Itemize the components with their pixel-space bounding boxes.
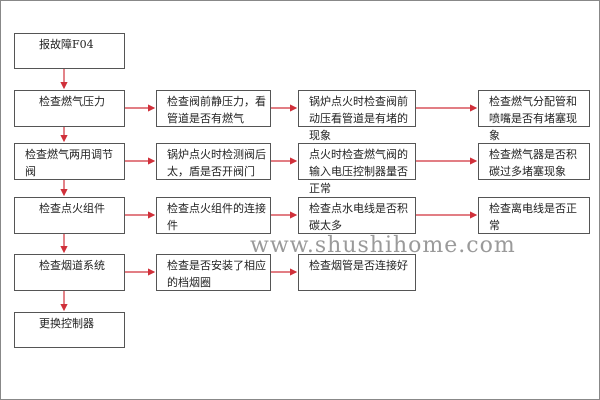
check-box: 检查点水电线是否积碳太多 xyxy=(298,197,416,234)
step-box: 检查烟道系统 xyxy=(14,254,125,291)
start-box: 报故障F04 xyxy=(14,33,125,69)
check-box: 锅炉点火时检测阀后太，盾是否开阀门 xyxy=(156,143,271,180)
check-box: 检查燃气分配管和喷嘴是否有堵塞现象 xyxy=(478,90,590,142)
step-box: 检查燃气两用调节阀 xyxy=(14,143,125,180)
check-box: 检查燃气器是否积碳过多堵塞现象 xyxy=(478,143,590,180)
check-box: 检查是否安装了相应的档烟圈 xyxy=(156,254,271,291)
check-box: 锅炉点火时检查阀前动压看管道是有堵的现象 xyxy=(298,90,416,142)
step-box: 检查点火组件 xyxy=(14,197,125,234)
check-box: 检查离电线是否正常 xyxy=(478,197,590,234)
check-box: 检查点火组件的连接件 xyxy=(156,197,271,234)
watermark: www.shushihome.com xyxy=(250,233,516,258)
end-box: 更换控制器 xyxy=(14,312,125,348)
step-box: 检查燃气压力 xyxy=(14,90,125,127)
check-box: 检查阀前静压力，看管道是否有燃气 xyxy=(156,90,271,127)
check-box: 点火时检查燃气阀的输入电压控制器量否正常 xyxy=(298,143,416,195)
check-box: 检查烟管是否连接好 xyxy=(298,254,416,291)
